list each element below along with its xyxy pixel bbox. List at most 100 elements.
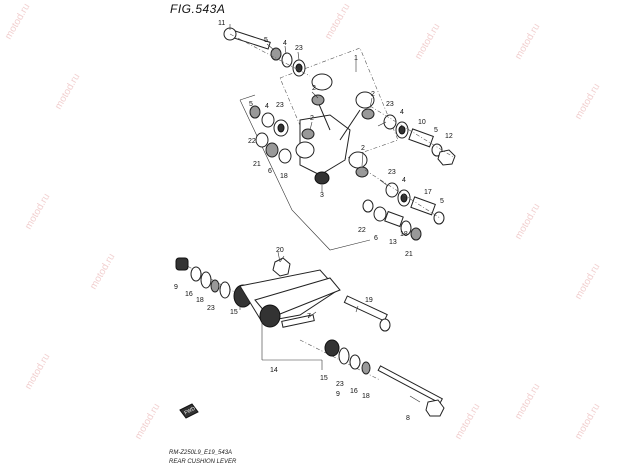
watermark-text: motod.ru xyxy=(3,2,32,42)
callout-16: 16 xyxy=(350,388,358,395)
callout-labels: 11 5 4 23 1 2 2 2 2 3 5 4 23 22 21 6 18 … xyxy=(174,20,453,422)
callout-5: 5 xyxy=(434,127,438,134)
bearing-parts xyxy=(301,94,375,178)
forward-direction-indicator: FWD xyxy=(179,403,199,419)
callout-5: 5 xyxy=(249,101,253,108)
callout-22: 22 xyxy=(248,138,256,145)
callout-9: 9 xyxy=(336,391,340,398)
callout-4: 4 xyxy=(402,177,406,184)
callout-6: 6 xyxy=(374,235,378,242)
watermark-text: motod.ru xyxy=(413,22,442,62)
bolt-8-head xyxy=(425,399,445,417)
watermark-text: motod.ru xyxy=(513,22,542,62)
callout-17: 17 xyxy=(424,189,432,196)
callout-18: 18 xyxy=(362,393,370,400)
callout-10: 10 xyxy=(418,119,426,126)
watermark-text: motod.ru xyxy=(133,402,162,442)
callout-5: 5 xyxy=(440,198,444,205)
callout-12: 12 xyxy=(445,133,453,140)
right-collar-lower xyxy=(385,182,445,225)
callout-9: 9 xyxy=(174,284,178,291)
bearing-2-d xyxy=(355,166,369,178)
watermark-text: motod.ru xyxy=(53,72,82,112)
callout-7: 7 xyxy=(307,313,311,320)
watermark-text: motod.ru xyxy=(88,252,117,292)
watermark-text: motod.ru xyxy=(453,402,482,442)
callout-19: 19 xyxy=(365,297,373,304)
callout-18: 18 xyxy=(400,231,408,238)
fwd-arrow-icon xyxy=(179,403,199,419)
bearing-2-a xyxy=(311,94,325,106)
callout-4: 4 xyxy=(265,103,269,110)
collar-10 xyxy=(408,128,434,148)
fwd-label: FWD xyxy=(184,406,197,417)
callout-2: 2 xyxy=(371,91,375,98)
watermark-text: motod.ru xyxy=(513,382,542,422)
lower-right-group xyxy=(362,199,422,241)
bracket-lead-line xyxy=(239,99,371,251)
collar-17 xyxy=(410,196,436,216)
watermark-text: motod.ru xyxy=(573,262,602,302)
bolt-8-group xyxy=(377,365,445,417)
callout-3: 3 xyxy=(320,192,324,199)
left-collar-group xyxy=(249,105,292,164)
callout-18: 18 xyxy=(280,173,288,180)
callout-13: 13 xyxy=(389,239,397,246)
watermark-text: motod.ru xyxy=(23,352,52,392)
bearing-15-right xyxy=(324,339,340,357)
callout-23: 23 xyxy=(388,169,396,176)
callout-2: 2 xyxy=(361,145,365,152)
callout-15: 15 xyxy=(230,309,238,316)
callout-21: 21 xyxy=(405,251,413,258)
watermark-text: motod.ru xyxy=(573,82,602,122)
part-20-group xyxy=(272,251,291,277)
callout-2: 2 xyxy=(310,115,314,122)
bolt-8 xyxy=(377,365,443,404)
washer-5-top xyxy=(270,47,282,61)
callout-23: 23 xyxy=(336,381,344,388)
bracket-boundary xyxy=(239,47,399,251)
nut-12 xyxy=(437,149,456,166)
callout-23: 23 xyxy=(386,101,394,108)
figure-title: FIG.543A xyxy=(170,2,226,16)
bolt-19 xyxy=(343,295,388,322)
bracket-lines xyxy=(239,290,323,370)
bearing-2-c xyxy=(301,128,315,140)
watermark-text: motod.ru xyxy=(323,2,352,42)
callout-8: 8 xyxy=(406,415,410,422)
callout-20: 20 xyxy=(276,247,284,254)
callout-18: 18 xyxy=(196,297,204,304)
callout-4: 4 xyxy=(283,40,287,47)
nut-9-left xyxy=(175,257,189,271)
callout-23: 23 xyxy=(276,102,284,109)
collar-13 xyxy=(384,210,404,228)
nut-20 xyxy=(272,257,291,277)
bolt-19-group xyxy=(343,295,391,332)
callout-6: 6 xyxy=(268,168,272,175)
watermark-text: motod.ru xyxy=(23,192,52,232)
callout-14: 14 xyxy=(270,367,278,374)
bolt-7 xyxy=(281,314,315,328)
seal-4-top xyxy=(281,52,293,68)
leader-lines xyxy=(229,24,421,403)
cushion-rod-group xyxy=(175,257,371,375)
callout-15: 15 xyxy=(320,375,328,382)
callout-4: 4 xyxy=(400,109,404,116)
watermark-text: motod.ru xyxy=(573,402,602,442)
callout-11: 11 xyxy=(218,20,225,27)
bearing-2-b xyxy=(361,108,375,120)
callout-22: 22 xyxy=(358,227,366,234)
watermark-text: motod.ru xyxy=(513,202,542,242)
callout-2: 2 xyxy=(312,85,316,92)
callout-21: 21 xyxy=(253,161,261,168)
callout-23: 23 xyxy=(207,305,215,312)
figure-code: RM-Z250L9_E19_543A xyxy=(169,450,233,456)
bracket-outline xyxy=(279,47,399,169)
callout-5: 5 xyxy=(264,37,268,44)
callout-16: 16 xyxy=(185,291,193,298)
cushion-lever-body xyxy=(295,73,375,185)
callout-1: 1 xyxy=(354,55,358,62)
callout-23: 23 xyxy=(295,45,303,52)
figure-caption: REAR CUSHION LEVER xyxy=(169,459,237,465)
